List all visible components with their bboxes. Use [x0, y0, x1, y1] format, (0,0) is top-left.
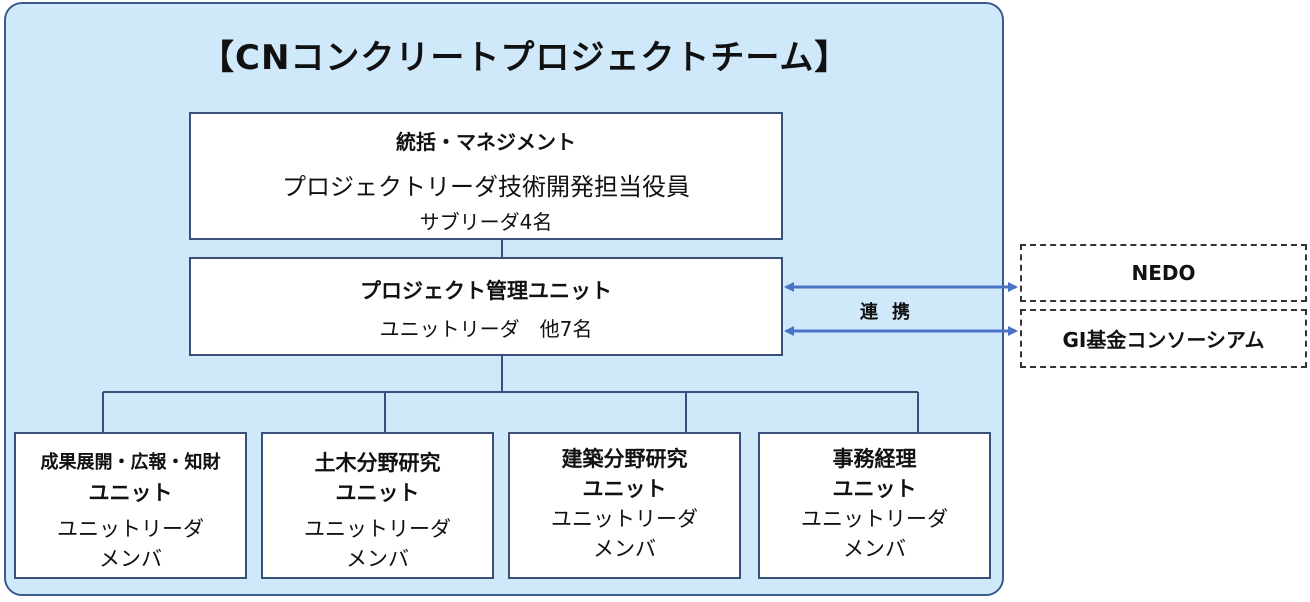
project-unit-line1: ユニットリーダ 他7名 — [379, 317, 593, 341]
management-line1: プロジェクトリーダ技術開発担当役員 — [282, 173, 690, 201]
project-unit-box: プロジェクト管理ユニット ユニットリーダ 他7名 — [189, 257, 783, 356]
unit-name: 成果展開・広報・知財 — [40, 452, 221, 473]
unit-member: メンバ — [593, 537, 656, 561]
management-box: 統括・マネジメント プロジェクトリーダ技術開発担当役員 サブリーダ4名 — [189, 112, 783, 240]
unit-suffix: ユニット — [88, 481, 173, 505]
unit-box-outreach: 成果展開・広報・知財 ユニット ユニットリーダ メンバ — [14, 432, 247, 579]
management-heading: 統括・マネジメント — [396, 130, 576, 154]
unit-member: メンバ — [843, 537, 906, 561]
unit-box-civil: 土木分野研究 ユニット ユニットリーダ メンバ — [261, 432, 494, 579]
unit-leader: ユニットリーダ — [57, 517, 204, 541]
diagram-title: 【CNコンクリートプロジェクトチーム】 — [200, 38, 850, 78]
unit-member: メンバ — [99, 547, 162, 571]
unit-name: 土木分野研究 — [314, 451, 441, 475]
unit-suffix: ユニット — [832, 477, 917, 501]
external-box-gi-consortium: GI基金コンソーシアム — [1020, 309, 1307, 368]
management-line2: サブリーダ4名 — [419, 210, 553, 234]
unit-leader: ユニットリーダ — [801, 507, 948, 531]
project-unit-heading: プロジェクト管理ユニット — [360, 279, 612, 303]
unit-suffix: ユニット — [582, 477, 667, 501]
external-box-nedo: NEDO — [1020, 244, 1307, 302]
link-label: 連携 — [860, 302, 924, 323]
unit-suffix: ユニット — [335, 481, 420, 505]
unit-name: 建築分野研究 — [561, 447, 688, 471]
unit-leader: ユニットリーダ — [551, 507, 698, 531]
unit-box-accounting: 事務経理 ユニット ユニットリーダ メンバ — [758, 432, 991, 579]
unit-name: 事務経理 — [832, 447, 917, 471]
external-label: GI基金コンソーシアム — [1062, 328, 1265, 352]
unit-leader: ユニットリーダ — [304, 517, 451, 541]
external-label: NEDO — [1131, 261, 1196, 285]
unit-member: メンバ — [346, 547, 409, 571]
unit-box-architecture: 建築分野研究 ユニット ユニットリーダ メンバ — [508, 432, 741, 579]
